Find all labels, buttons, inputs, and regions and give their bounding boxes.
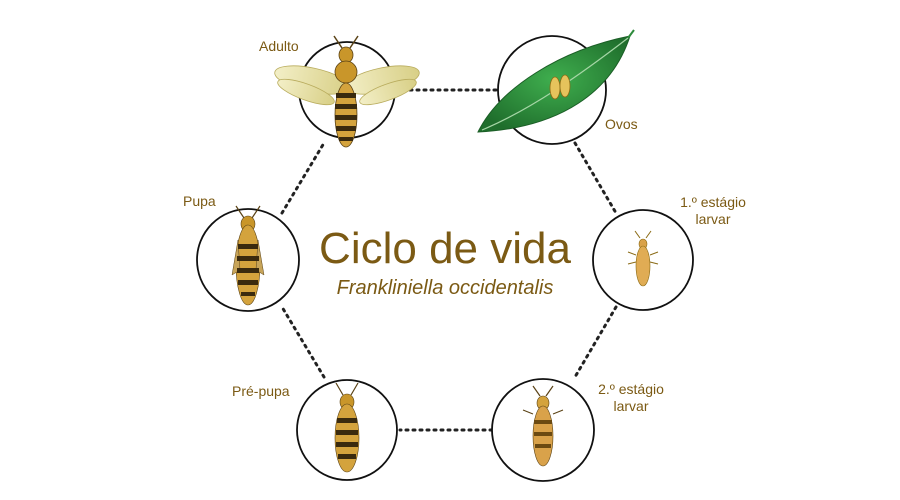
stage-label-larva1: 1.º estágio larvar <box>668 194 758 228</box>
stage-label-line: larvar <box>668 211 758 228</box>
connector-eggs-larva1 <box>575 143 616 213</box>
egg-icon <box>550 77 560 99</box>
stage-label-line: Adulto <box>259 38 299 54</box>
stage-label-line: Pupa <box>183 193 216 209</box>
connector-larva1-larva2 <box>575 307 616 377</box>
stage-label-pupa: Pupa <box>183 193 216 210</box>
diagram-subtitle: Frankliniella occidentalis <box>290 276 600 300</box>
diagram-title: Ciclo de vida <box>290 222 600 276</box>
stage-label-line: larvar <box>586 398 676 415</box>
stage-label-line: 1.º estágio <box>668 194 758 211</box>
stage-label-prepupa: Pré-pupa <box>232 383 290 400</box>
stage-label-eggs: Ovos <box>605 116 638 133</box>
stage-label-line: 2.º estágio <box>586 381 676 398</box>
stage-label-line: Ovos <box>605 116 638 132</box>
connector-pupa-adult <box>282 143 324 213</box>
connector-prepupa-pupa <box>282 307 324 377</box>
egg-icon <box>560 75 570 97</box>
stage-label-larva2: 2.º estágio larvar <box>586 381 676 415</box>
stage-label-adult: Adulto <box>259 38 299 55</box>
stage-label-line: Pré-pupa <box>232 383 290 399</box>
